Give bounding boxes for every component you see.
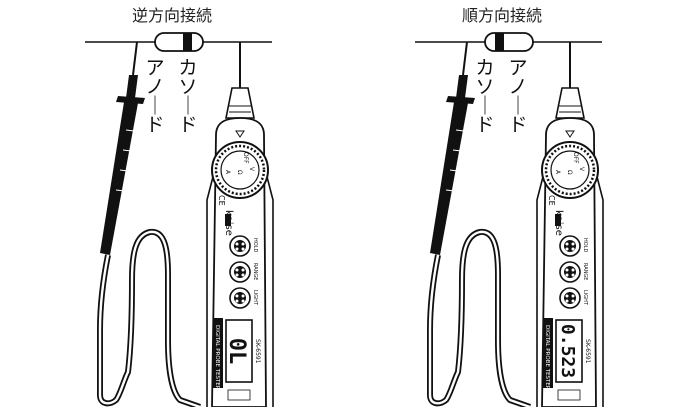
dial-ohm-label: Ω <box>566 170 573 175</box>
dial-ohm-label: Ω <box>236 170 243 175</box>
ce-mark: CE <box>547 195 556 206</box>
panel-title: 逆方向接続 <box>132 6 212 25</box>
black-probe[interactable] <box>100 41 145 255</box>
label-cathode: カソ｜ド <box>475 57 494 136</box>
label-anode: アノ｜ド <box>508 57 527 136</box>
vertical-label-text: アノ｜ド <box>508 57 527 136</box>
vertical-label-text: カソ｜ド <box>178 57 197 136</box>
probe-cable <box>427 228 531 407</box>
lcd-reading: 0.523 <box>557 324 578 378</box>
panel-title: 順方向接続 <box>462 6 542 25</box>
dial-a-label: A <box>554 170 561 175</box>
hold-button[interactable] <box>559 235 581 257</box>
hold-label: HOLD <box>252 238 258 252</box>
label-anode: アノ｜ド <box>145 57 164 136</box>
panel-reverse: 逆方向接続 アノ｜ド カソ｜ド <box>85 6 274 407</box>
probe-tester: OFF V Ω A kaise CE HOLD <box>206 87 274 407</box>
light-label: LIGHT <box>582 290 588 306</box>
model-label: SK-6591 <box>584 339 591 364</box>
black-probe[interactable] <box>430 41 475 255</box>
hold-button[interactable] <box>229 235 251 257</box>
indicator-led <box>225 214 231 226</box>
model-label: SK-6591 <box>254 339 261 364</box>
tester-name: DIGITAL PROBE TESTER <box>544 325 550 390</box>
vertical-label-text: カソ｜ド <box>475 57 494 136</box>
range-label: RANGE <box>582 263 588 280</box>
tester-name: DIGITAL PROBE TESTER <box>214 325 220 390</box>
lcd-reading: 0L <box>224 338 249 365</box>
probe-cable <box>97 228 201 407</box>
dial-v-label: V <box>248 167 255 172</box>
label-cathode: カソ｜ド <box>178 57 197 136</box>
rotary-dial[interactable]: OFF V Ω A <box>541 141 599 199</box>
indicator-led <box>555 214 561 226</box>
light-label: LIGHT <box>252 290 258 306</box>
probe-tester: OFF V Ω A kaise CE HOLD <box>536 87 604 407</box>
range-button[interactable] <box>559 261 581 283</box>
lcd-display <box>225 319 253 383</box>
diode <box>484 32 534 52</box>
lcd-display <box>555 319 583 383</box>
diode <box>154 32 204 52</box>
vertical-label-text: アノ｜ド <box>145 57 164 136</box>
dial-off-label: OFF <box>572 152 579 164</box>
light-button[interactable] <box>559 287 581 309</box>
ce-mark: CE <box>217 195 226 206</box>
range-button[interactable] <box>229 261 251 283</box>
panel-forward: 順方向接続 カソ｜ド アノ｜ド <box>415 6 604 407</box>
dial-off-label: OFF <box>242 152 249 164</box>
range-label: RANGE <box>252 263 258 280</box>
hold-label: HOLD <box>582 238 588 252</box>
dial-a-label: A <box>224 170 231 175</box>
light-button[interactable] <box>229 287 251 309</box>
rotary-dial[interactable]: OFF V Ω A <box>211 141 269 199</box>
dial-v-label: V <box>578 167 585 172</box>
